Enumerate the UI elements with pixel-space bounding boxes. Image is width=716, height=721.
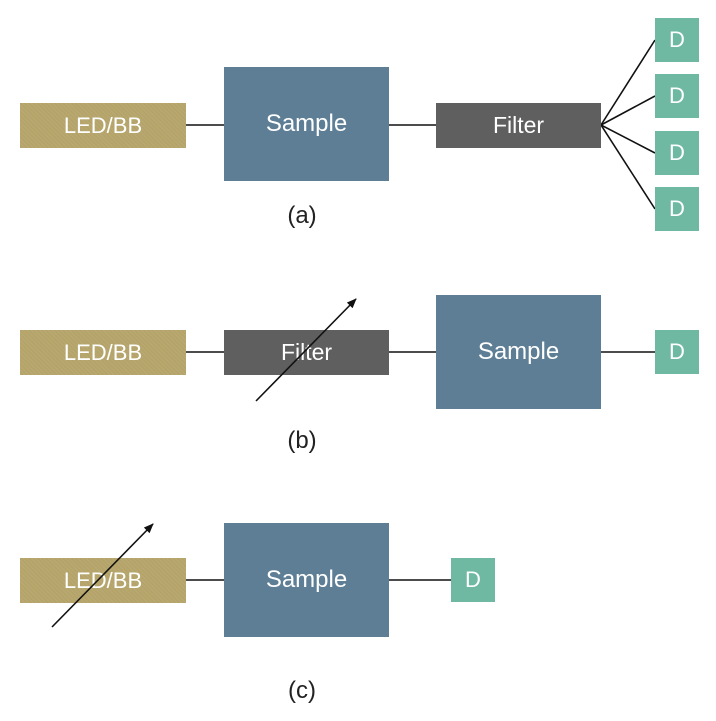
- detector-label: D: [669, 196, 685, 221]
- detector-b: D: [655, 330, 699, 374]
- detector-a-4: D: [655, 187, 699, 231]
- fanout-line-3: [600, 124, 656, 154]
- fanout-line-2: [600, 95, 656, 126]
- filter-label: Filter: [492, 112, 545, 138]
- detector-c: D: [451, 558, 495, 602]
- sample-box-a: Sample: [224, 67, 389, 181]
- fanout-line-4: [600, 124, 656, 210]
- caption-c: (c): [288, 677, 316, 704]
- detector-a-3: D: [655, 131, 699, 175]
- detector-label: D: [669, 339, 685, 364]
- sample-label: Sample: [265, 566, 348, 593]
- sample-box-b: Sample: [436, 295, 601, 409]
- detector-label: D: [669, 140, 685, 165]
- led-bb-source-b: LED/BB: [20, 330, 186, 375]
- filter-box-a: Filter: [436, 103, 601, 148]
- caption-b: (b): [287, 427, 317, 454]
- caption-a: (a): [287, 202, 317, 229]
- sample-label: Sample: [265, 110, 348, 137]
- detector-label: D: [465, 567, 481, 592]
- detector-label: D: [669, 83, 685, 108]
- detector-a-2: D: [655, 74, 699, 118]
- detector-a-1: D: [655, 18, 699, 62]
- led-bb-label: LED/BB: [63, 567, 143, 593]
- tunable-filter-box-b: Filter: [224, 330, 389, 375]
- filter-label: Filter: [280, 339, 333, 365]
- sample-box-c: Sample: [224, 523, 389, 637]
- led-bb-source-a: LED/BB: [20, 103, 186, 148]
- tunable-led-bb-source-c: LED/BB: [20, 558, 186, 603]
- fanout-line-1: [600, 39, 656, 126]
- led-bb-label: LED/BB: [63, 339, 143, 365]
- detector-label: D: [669, 27, 685, 52]
- sample-label: Sample: [477, 338, 560, 365]
- led-bb-label: LED/BB: [63, 112, 143, 138]
